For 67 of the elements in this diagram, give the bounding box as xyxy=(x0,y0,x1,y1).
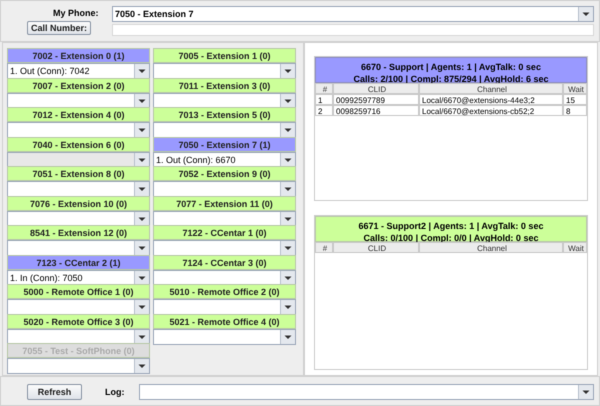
extension-panel xyxy=(153,314,296,344)
extension-title: 7013 - Extension 5 (0) xyxy=(153,107,296,122)
table-cell: 0098259716 xyxy=(333,105,419,116)
call-number-button: Call Number: xyxy=(27,21,91,35)
extension-title: 7011 - Extension 3 (0) xyxy=(153,78,296,92)
extension-panel xyxy=(153,166,296,197)
extension-title: 7002 - Extension 0 (1) xyxy=(7,48,150,63)
extension-panel xyxy=(7,196,150,226)
table-cell: Local/6670@extensions-44e3;2 xyxy=(419,94,563,105)
extension-title: 7007 - Extension 2 (0) xyxy=(7,78,150,92)
extension-title: 5020 - Remote Office 3 (0) xyxy=(7,314,150,328)
extension-panel xyxy=(7,48,150,79)
column-header: Wait xyxy=(563,83,587,94)
extension-title: 5021 - Remote Office 4 (0) xyxy=(153,314,296,328)
extension-panel xyxy=(153,284,296,315)
extension-panel xyxy=(153,78,296,108)
extension-title: 7122 - CCentar 1 (0) xyxy=(153,225,296,240)
column-header: Wait xyxy=(563,242,587,253)
column-header: CLID xyxy=(333,242,419,253)
table-cell: 15 xyxy=(563,94,587,105)
table-cell: Local/6670@extensions-cb52;2 xyxy=(419,105,563,116)
extension-title: 7124 - CCentar 3 (0) xyxy=(153,254,296,270)
extension-panel xyxy=(7,136,150,168)
extension-title: 7052 - Extension 9 (0) xyxy=(153,166,296,181)
extension-panel xyxy=(7,314,150,344)
queue-panel xyxy=(314,56,588,201)
extension-title: 7076 - Extension 10 (0) xyxy=(7,196,150,210)
extension-title: 7012 - Extension 4 (0) xyxy=(7,107,150,122)
extension-panel xyxy=(7,284,150,315)
extension-panel xyxy=(7,78,150,108)
extension-title: 5010 - Remote Office 2 (0) xyxy=(153,284,296,299)
column-header: CLID xyxy=(333,83,419,94)
extension-title: 7077 - Extension 11 (0) xyxy=(153,196,296,210)
table-cell: 00992597789 xyxy=(333,94,419,105)
table-cell: 2 xyxy=(315,105,333,116)
extension-title: 8541 - Extension 12 (0) xyxy=(7,225,150,240)
table-cell: 8 xyxy=(563,105,587,116)
extension-title: 5000 - Remote Office 1 (0) xyxy=(7,284,150,299)
extension-title: 7051 - Extension 8 (0) xyxy=(7,166,150,181)
extension-title: 7123 - CCentar 2 (1) xyxy=(7,254,150,270)
extension-panel xyxy=(153,254,296,286)
extension-panel xyxy=(7,343,150,374)
extension-panel xyxy=(7,254,150,286)
queue-stats: 6670 - Support | Agents: 1 | AvgTalk: 0 sec xyxy=(360,61,542,73)
refresh-button: Refresh xyxy=(27,384,82,400)
column-header: # xyxy=(315,83,333,94)
table-cell: 1 xyxy=(315,94,333,105)
extension-title: 7005 - Extension 1 (0) xyxy=(153,48,296,63)
extension-title: 7050 - Extension 7 (1) xyxy=(153,136,296,152)
extension-title: 7040 - Extension 6 (0) xyxy=(7,136,150,152)
extension-panel xyxy=(7,107,150,138)
queue-panel xyxy=(314,215,588,370)
extension-panel xyxy=(153,107,296,138)
extension-panel xyxy=(7,225,150,256)
column-header: Channel xyxy=(419,242,563,253)
field-label: My Phone: xyxy=(53,8,99,18)
extension-panel xyxy=(153,48,296,79)
queue-stats: 6671 - Support2 | Agents: 1 | AvgTalk: 0 sec xyxy=(358,220,544,232)
extension-panel xyxy=(153,136,296,168)
column-header: # xyxy=(315,242,333,253)
dropdown: 1. Out (Conn): 7042 xyxy=(7,63,150,79)
field-label: Log: xyxy=(105,387,124,397)
extension-panel xyxy=(153,225,296,256)
column-header: Channel xyxy=(419,83,563,94)
extension-panel xyxy=(153,196,296,226)
extension-panel xyxy=(7,166,150,197)
dropdown: 7050 - Extension 7 xyxy=(112,6,594,22)
